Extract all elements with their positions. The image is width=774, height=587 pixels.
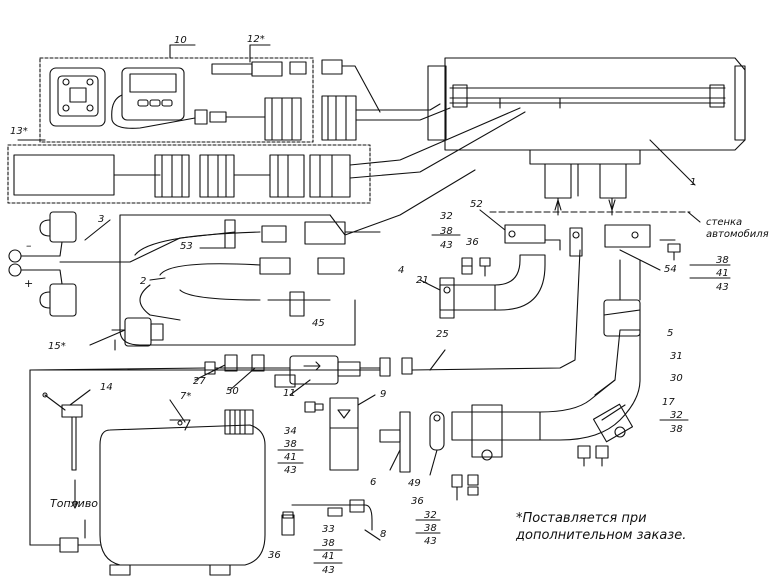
power-cable bbox=[8, 211, 236, 317]
footnote: *Поставляется при дополнительном заказе. bbox=[516, 511, 687, 543]
label-part-3: 3 bbox=[98, 214, 105, 225]
hw-41f: 41 bbox=[322, 551, 335, 562]
label-part-11: 11 bbox=[283, 388, 296, 399]
air-intake bbox=[419, 254, 546, 319]
hw-41b: 41 bbox=[716, 268, 729, 279]
label-part-30: 30 bbox=[670, 373, 683, 384]
label-part-4: 4 bbox=[398, 265, 405, 276]
fuel-label: Топливо bbox=[50, 497, 99, 510]
hw-43a: 43 bbox=[440, 240, 453, 251]
label-part-2: 2 bbox=[140, 276, 147, 287]
fasteners bbox=[451, 243, 681, 501]
hw-41d: 41 bbox=[284, 452, 297, 463]
hw-38d: 38 bbox=[284, 439, 297, 450]
label-part-10: 10 bbox=[174, 35, 187, 46]
label-part-52: 52 bbox=[470, 199, 483, 210]
label-part-50: 50 bbox=[226, 386, 239, 397]
hw-43d: 43 bbox=[284, 465, 297, 476]
hw-38e: 38 bbox=[424, 523, 437, 534]
label-part-45: 45 bbox=[312, 318, 325, 329]
hw-43b: 43 bbox=[716, 282, 729, 293]
label-part-15: 15* bbox=[48, 341, 66, 352]
label-part-53: 53 bbox=[180, 241, 193, 252]
label-part-21: 21 bbox=[416, 275, 429, 286]
hw-36a: 36 bbox=[466, 237, 479, 248]
label-part-5: 5 bbox=[667, 328, 674, 339]
wall-plate bbox=[479, 199, 701, 271]
label-part-1: 1 bbox=[690, 177, 697, 188]
label-part-27: 27 bbox=[193, 376, 206, 387]
hw-38b: 38 bbox=[716, 255, 729, 266]
hw-32e: 32 bbox=[424, 510, 437, 521]
hw-34: 34 bbox=[284, 426, 297, 437]
label-part-12: 12* bbox=[247, 34, 265, 45]
hw-43f: 43 bbox=[322, 565, 335, 576]
hw-32c: 32 bbox=[670, 410, 683, 421]
hw-38a: 38 bbox=[440, 226, 453, 237]
label-part-54: 54 bbox=[664, 264, 677, 275]
hw-36e: 36 bbox=[411, 496, 424, 507]
fuel-intake bbox=[42, 389, 91, 509]
hw-33: 33 bbox=[322, 524, 335, 535]
label-part-13: 13* bbox=[10, 126, 28, 137]
label-part-31: 31 bbox=[670, 351, 683, 362]
optional-module bbox=[7, 107, 526, 204]
hw-32a: 32 bbox=[440, 211, 453, 222]
label-part-25: 25 bbox=[436, 329, 449, 340]
fuel-pump bbox=[89, 317, 164, 351]
vehicle-wall-label: стенка автомобиля bbox=[706, 217, 769, 240]
label-part-49: 49 bbox=[408, 478, 421, 489]
hw-36f: 36 bbox=[268, 550, 281, 561]
label-part-17: 17 bbox=[662, 397, 675, 408]
hw-38c: 38 bbox=[670, 424, 683, 435]
hw-38f: 38 bbox=[322, 538, 335, 549]
control-panel-kit bbox=[39, 44, 314, 143]
hw-43e: 43 bbox=[424, 536, 437, 547]
minus-terminal-label: – bbox=[26, 239, 32, 252]
label-part-7: 7* bbox=[180, 391, 192, 402]
main-harness bbox=[119, 169, 476, 346]
label-part-8: 8 bbox=[380, 529, 387, 540]
mounting-brackets bbox=[281, 394, 445, 541]
heater-unit bbox=[427, 57, 746, 216]
exhaust-system bbox=[451, 259, 641, 467]
extension-cable bbox=[211, 44, 381, 113]
label-part-9: 9 bbox=[380, 389, 387, 400]
label-part-14: 14 bbox=[100, 382, 113, 393]
harness-connector bbox=[321, 95, 451, 141]
fuel-line-assembly bbox=[29, 249, 581, 396]
plus-terminal-label: + bbox=[24, 277, 34, 290]
label-part-6: 6 bbox=[370, 477, 377, 488]
